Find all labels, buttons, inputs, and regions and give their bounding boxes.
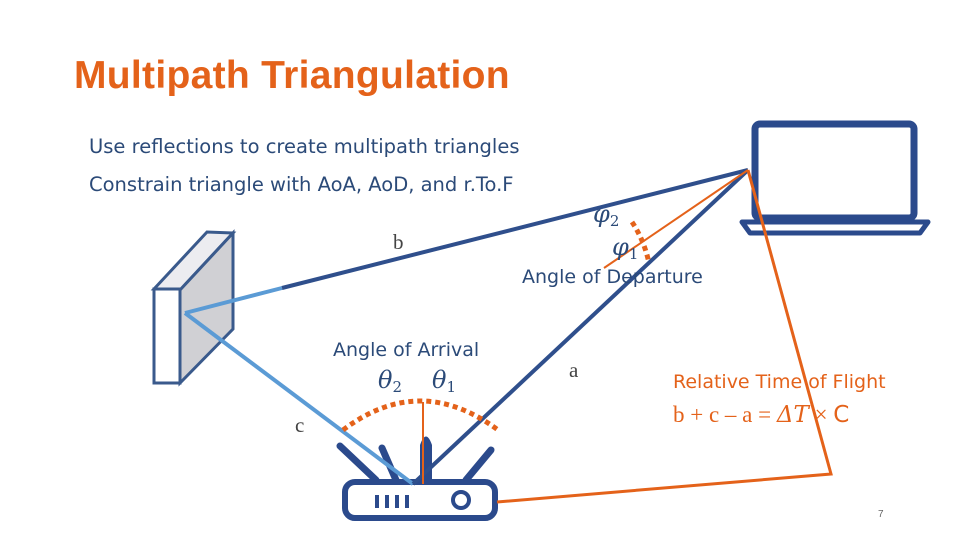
time-of-flight-path: [496, 169, 833, 504]
label-a: a: [569, 358, 579, 382]
page-number: 7: [878, 509, 884, 520]
path-b-line: [184, 286, 283, 315]
angle-of-arrival-label: Angle of Arrival: [333, 339, 480, 361]
relative-time-of-flight-label: Relative Time of Flight: [673, 371, 886, 393]
bullet-constrain: Constrain triangle with AoA, AoD, and r.…: [89, 173, 514, 196]
phi-2-label: φ2: [593, 200, 620, 230]
angle-of-arrival-arc: [341, 398, 500, 433]
angle-of-departure-arc: [629, 220, 652, 264]
time-of-flight-formula: b + c – a = ΔT × C: [673, 402, 850, 428]
label-b: b: [393, 230, 404, 254]
angle-of-departure-label: Angle of Departure: [522, 266, 703, 288]
wall-reflector-icon: [150, 229, 237, 387]
path-c-line: [183, 311, 415, 486]
label-c: c: [295, 413, 305, 437]
departure-ray: [603, 169, 749, 269]
theta-2-label: θ2: [378, 366, 402, 396]
path-a-line: [411, 168, 750, 486]
bullet-reflections: Use reflections to create multipath tria…: [89, 135, 520, 158]
path-b-line: [281, 168, 749, 290]
phi-1-label: φ1: [612, 233, 639, 263]
laptop-icon: [739, 120, 931, 236]
slide-title: Multipath Triangulation: [74, 54, 510, 97]
theta-1-label: θ1: [432, 366, 456, 396]
